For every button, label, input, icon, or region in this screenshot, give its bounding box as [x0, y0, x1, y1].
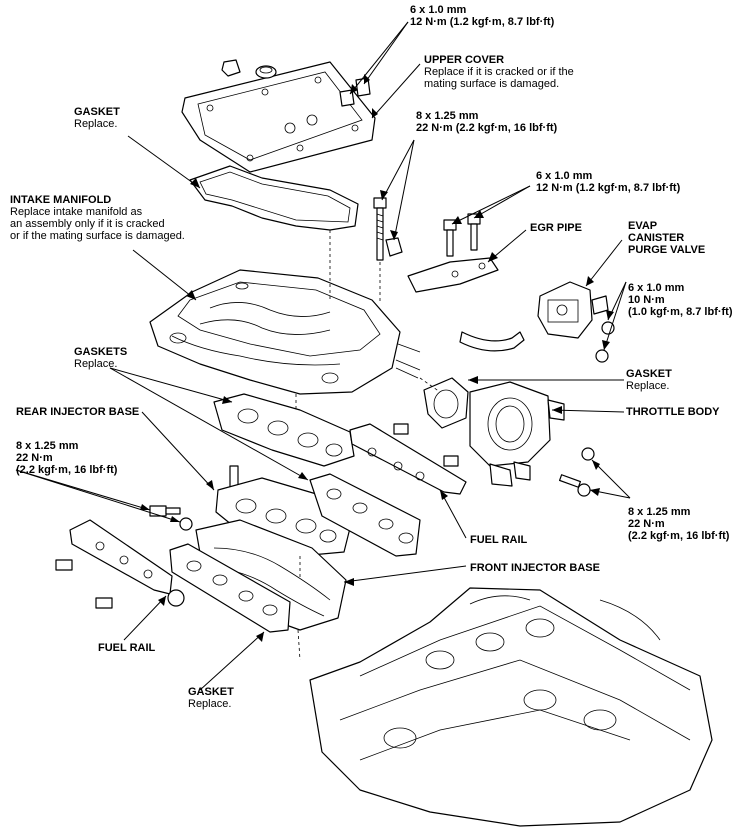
- label-egr-pipe: EGR PIPE: [530, 222, 582, 234]
- manifold-bolt-size: 8 x 1.25 mm: [416, 110, 479, 122]
- fuel-rail-right-part: [349, 423, 467, 495]
- alignment-lines: [295, 230, 441, 661]
- egr-pipe-title: EGR PIPE: [530, 222, 582, 234]
- upper-gasket-part: [189, 165, 359, 231]
- right-bolt-size: 8 x 1.25 mm: [628, 506, 691, 518]
- injector-base-gasket-right: [309, 473, 421, 557]
- rear-injector-base-title: REAR INJECTOR BASE: [16, 406, 140, 418]
- upper-gasket-title: GASKET: [74, 106, 120, 118]
- evap-title-2: CANISTER: [628, 232, 685, 244]
- fuel-rail-left-title: FUEL RAIL: [98, 642, 156, 654]
- top-bolt-torque: 12 N·m (1.2 kgf·m, 8.7 lbf·ft): [410, 16, 555, 28]
- engine-block-part: [309, 587, 713, 827]
- throttle-gasket-part: [423, 377, 469, 429]
- label-lower-gasket: GASKET Replace.: [188, 686, 234, 710]
- intake-manifold-note-1: Replace intake manifold as: [10, 206, 143, 218]
- label-gaskets: GASKETS Replace.: [74, 346, 127, 370]
- right-bolt-torque-alt: (2.2 kgf·m, 16 lbf·ft): [628, 530, 730, 542]
- label-upper-gasket: GASKET Replace.: [74, 106, 120, 130]
- evap-title-3: PURGE VALVE: [628, 244, 706, 256]
- label-right-bolt-spec: 8 x 1.25 mm 22 N·m (2.2 kgf·m, 16 lbf·ft…: [628, 506, 729, 542]
- evap-title-1: EVAP: [628, 220, 658, 232]
- upper-cover-note-1: Replace if it is cracked or if the: [424, 66, 574, 78]
- egr-pipe-part: [407, 257, 525, 352]
- left-bolt-torque-alt: (2.2 kgf·m, 16 lbf·ft): [16, 464, 118, 476]
- throttle-gasket-note: Replace.: [626, 380, 670, 392]
- left-bolt-size: 8 x 1.25 mm: [16, 440, 79, 452]
- throttle-bolts: [558, 447, 595, 497]
- front-injector-base-title: FRONT INJECTOR BASE: [470, 562, 600, 574]
- evap-bolt-torque-alt: (1.0 kgf·m, 8.7 lbf·ft): [628, 306, 733, 318]
- manifold-bolts: [373, 197, 403, 261]
- label-front-injector-base: FRONT INJECTOR BASE: [470, 562, 600, 574]
- label-left-bolt-spec: 8 x 1.25 mm 22 N·m (2.2 kgf·m, 16 lbf·ft…: [16, 440, 117, 476]
- throttle-gasket-title: GASKET: [626, 368, 672, 380]
- leader-lines: [15, 21, 631, 691]
- label-fuel-rail-right: FUEL RAIL: [470, 534, 527, 546]
- leader-arrowheads: [140, 74, 614, 642]
- left-bolt-torque: 22 N·m: [16, 452, 53, 464]
- top-bolt-size: 6 x 1.0 mm: [410, 4, 467, 16]
- upper-cover-part: [181, 61, 376, 173]
- egr-bolt-size: 6 x 1.0 mm: [536, 170, 593, 182]
- upper-cover-note-2: mating surface is damaged.: [424, 78, 560, 90]
- label-evap-bolt-spec: 6 x 1.0 mm 10 N·m (1.0 kgf·m, 8.7 lbf·ft…: [628, 282, 733, 318]
- gaskets-title: GASKETS: [74, 346, 128, 358]
- gaskets-note: Replace.: [74, 358, 118, 370]
- rear-gaskets-part: [213, 393, 355, 467]
- label-top-bolt-spec: 6 x 1.0 mm 12 N·m (1.2 kgf·m, 8.7 lbf·ft…: [410, 4, 554, 28]
- lower-gasket-part: [169, 543, 291, 633]
- egr-bolts: [443, 213, 481, 257]
- lower-gasket-title: GASKET: [188, 686, 234, 698]
- label-throttle-body: THROTTLE BODY: [626, 406, 720, 418]
- upper-cover-title: UPPER COVER: [424, 54, 505, 66]
- intake-manifold-note-3: or if the mating surface is damaged.: [10, 230, 185, 242]
- fuel-rail-right-title: FUEL RAIL: [470, 534, 528, 546]
- intake-manifold-title: INTAKE MANIFOLD: [10, 194, 112, 206]
- evap-bolt-size: 6 x 1.0 mm: [628, 282, 685, 294]
- manifold-bolt-torque: 22 N·m (2.2 kgf·m, 16 lbf·ft): [416, 122, 558, 134]
- label-throttle-gasket: GASKET Replace.: [626, 368, 672, 392]
- evap-bolt-torque: 10 N·m: [628, 294, 665, 306]
- egr-bolt-torque: 12 N·m (1.2 kgf·m, 8.7 lbf·ft): [536, 182, 681, 194]
- upper-gasket-note: Replace.: [74, 118, 118, 130]
- throttle-body-title: THROTTLE BODY: [626, 406, 720, 418]
- throttle-body-part: [469, 381, 565, 487]
- label-evap-valve: EVAP CANISTER PURGE VALVE: [628, 220, 705, 256]
- label-egr-bolt-spec: 6 x 1.0 mm 12 N·m (1.2 kgf·m, 8.7 lbf·ft…: [536, 170, 680, 194]
- label-upper-cover: UPPER COVER Replace if it is cracked or …: [424, 54, 574, 90]
- label-fuel-rail-left: FUEL RAIL: [98, 642, 155, 654]
- lower-gasket-note: Replace.: [188, 698, 232, 710]
- label-rear-injector-base: REAR INJECTOR BASE: [16, 406, 139, 418]
- evap-purge-valve-part: [537, 281, 615, 363]
- label-intake-manifold: INTAKE MANIFOLD Replace intake manifold …: [10, 194, 185, 242]
- fuel-rail-left-part: [55, 519, 185, 609]
- right-bolt-torque: 22 N·m: [628, 518, 665, 530]
- intake-manifold-note-2: an assembly only if it is cracked: [10, 218, 165, 230]
- label-manifold-bolt-spec: 8 x 1.25 mm 22 N·m (2.2 kgf·m, 16 lbf·ft…: [416, 110, 557, 134]
- intake-manifold-part: [149, 269, 401, 395]
